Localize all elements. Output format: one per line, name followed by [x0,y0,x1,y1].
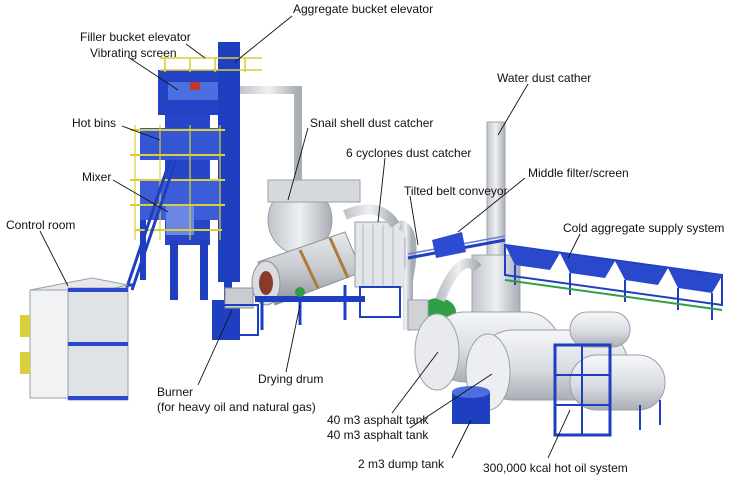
drying-drum [217,231,365,336]
cyclone-to-fan [397,220,417,330]
label-drying-drum: Drying drum [258,372,324,386]
cyclone-duct [343,204,400,228]
feeder-frame [504,243,723,307]
hot-oil-frame-bars [555,345,610,435]
label-control-room: Control room [6,218,76,232]
label-dump-tank: 2 m3 dump tank [358,457,445,471]
cyclone-lines [362,225,394,285]
leader-middle-filter [457,177,526,233]
drum-opening [259,271,273,295]
drum-motor [295,287,305,297]
label-mixer: Mixer [82,170,112,184]
label-filler-bucket-elevator: Filler bucket elevator [80,30,191,44]
leader-filler-elevator [185,43,206,59]
feeder-belt [504,279,723,311]
tower-stairs [124,159,178,291]
leader-asphalt-tank-1 [391,351,439,414]
tower-leg [170,240,178,300]
belt-conveyor [407,232,506,260]
burner-unit [224,287,254,309]
control-room-trim [68,288,128,292]
tower-leg [200,240,208,300]
label-asphalt-tank-1: 40 m3 asphalt tank [327,413,429,427]
label-middle-filter-screen: Middle filter/screen [528,166,629,180]
red-motor [190,82,200,90]
leader-hot-bins [121,125,161,141]
label-tilted-belt-conveyor: Tilted belt conveyor [404,184,508,198]
label-six-cyclones-dust-catcher: 6 cyclones dust catcher [346,146,472,160]
cold-aggregate-bins [504,243,723,320]
tower-leg [140,220,146,280]
leader-dump-tank [451,419,472,459]
leader-water-dust [497,83,529,136]
hot-oil-legs [639,400,661,430]
chimney-duct [435,258,482,302]
dump-tank [452,386,490,424]
hot-oil-system [553,311,666,437]
burner-base [217,304,259,336]
leader-mixer [112,179,169,213]
leader-burner [197,309,233,386]
cyclone-support [359,286,401,318]
bin-1 [505,245,560,270]
asphalt-tank-1-end [414,313,460,391]
leader-six-cyclones [377,157,386,223]
label-burner: Burner [157,385,194,399]
control-room-trim [68,342,128,346]
railing [130,129,225,231]
label-hot-bins: Hot bins [72,116,117,130]
snail-shell-duct [267,179,361,203]
label-asphalt-tank-2: 40 m3 asphalt tank [327,428,429,442]
hot-oil-top-tank [569,311,631,348]
label-water-dust-cather: Water dust cather [497,71,592,85]
leader-aggregate-elevator [234,15,293,63]
leader-drying-drum [285,304,301,373]
hot-oil-tank [569,354,666,411]
leader-tilted-belt [409,195,419,246]
label-cold-aggregate-supply-system: Cold aggregate supply system [563,221,725,235]
leader-snail-shell [287,127,309,201]
top-railing [160,57,262,72]
leader-vibrating-screen [127,56,179,91]
asphalt-tanks [414,311,629,411]
control-room-window [20,315,30,337]
bin-4 [668,268,722,293]
railing-posts [134,125,221,240]
label-hot-oil-system: 300,000 kcal hot oil system [483,461,628,475]
control-room-trim [68,396,128,400]
dump-tank-top [452,386,490,398]
drum-ring [298,237,350,289]
leader-lines [39,15,581,459]
leader-control-room [39,230,69,287]
screen-housing [168,82,218,100]
bin-3 [615,261,668,285]
leader-hot-oil [547,409,571,459]
elevator-column [218,42,240,282]
control-room [20,277,129,401]
control-room-window [20,352,30,374]
snail-shell-dust-catcher [267,179,361,255]
label-snail-shell-dust-catcher: Snail shell dust catcher [310,116,434,130]
label-aggregate-bucket-elevator: Aggregate bucket elevator [293,2,434,16]
label-burner-subtitle: (for heavy oil and natural gas) [157,400,316,414]
middle-filter [432,232,466,258]
six-cyclones-dust-catcher [343,204,417,330]
leader-asphalt-tank-2 [409,373,493,429]
bin-legs [514,265,713,320]
drum-legs [260,285,347,330]
water-dust-catcher [435,121,521,316]
bin-2 [560,253,615,278]
control-room-front [29,289,69,399]
leader-cold-aggregate [567,233,581,259]
label-vibrating-screen: Vibrating screen [90,46,177,60]
drum-frame [255,296,365,302]
mixing-tower [124,42,262,340]
